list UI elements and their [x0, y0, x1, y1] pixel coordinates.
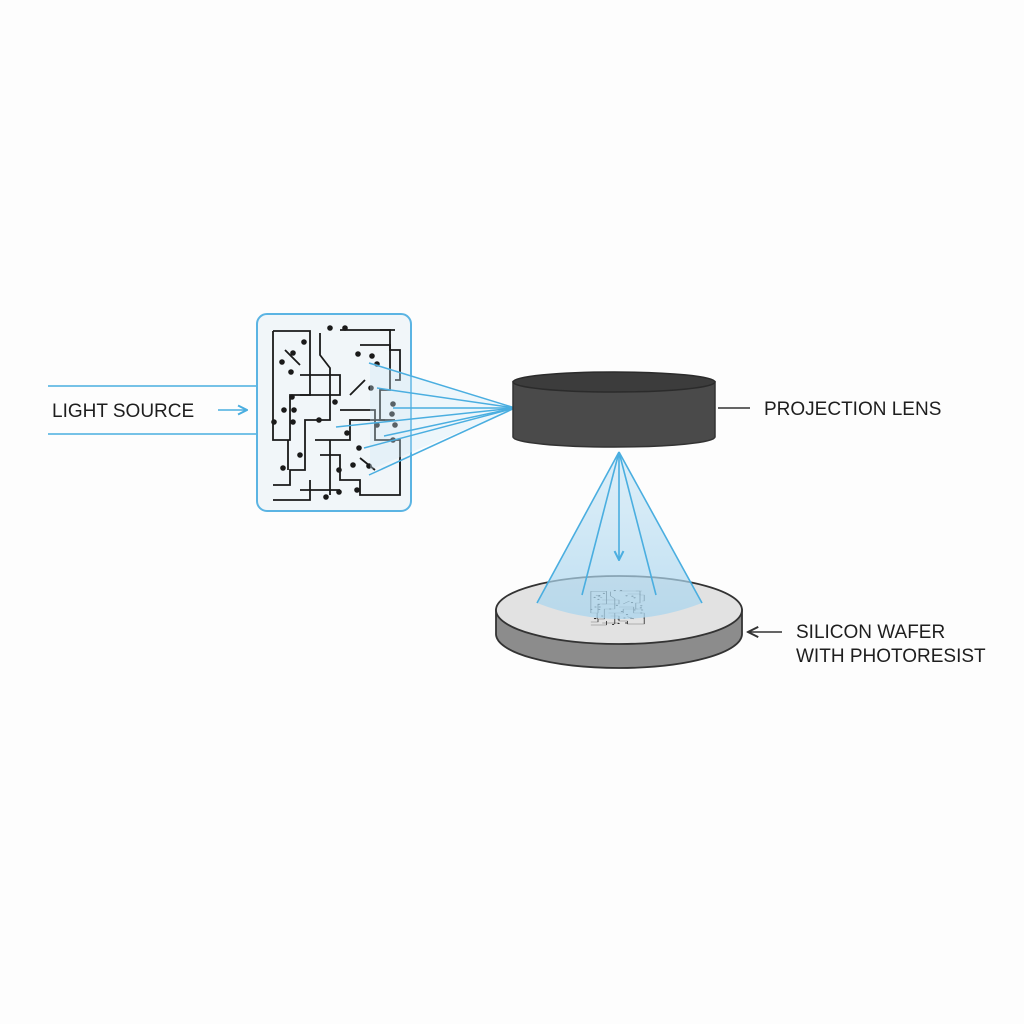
projection-lens: PROJECTION LENS — [512, 371, 941, 448]
wafer-label-line2: WITH PHOTORESIST — [796, 646, 986, 667]
light-source: LIGHT SOURCE — [48, 385, 293, 435]
photomask — [256, 313, 412, 512]
projection-lens-label: PROJECTION LENS — [764, 399, 941, 420]
wafer-label-group: SILICON WAFER WITH PHOTORESIST — [748, 622, 986, 667]
mask-frame — [256, 313, 412, 512]
light-source-label: LIGHT SOURCE — [52, 401, 194, 422]
mask-to-lens-rays — [335, 362, 516, 476]
wafer-label-line1: SILICON WAFER — [796, 622, 945, 643]
lens-to-wafer-cone — [536, 451, 703, 619]
